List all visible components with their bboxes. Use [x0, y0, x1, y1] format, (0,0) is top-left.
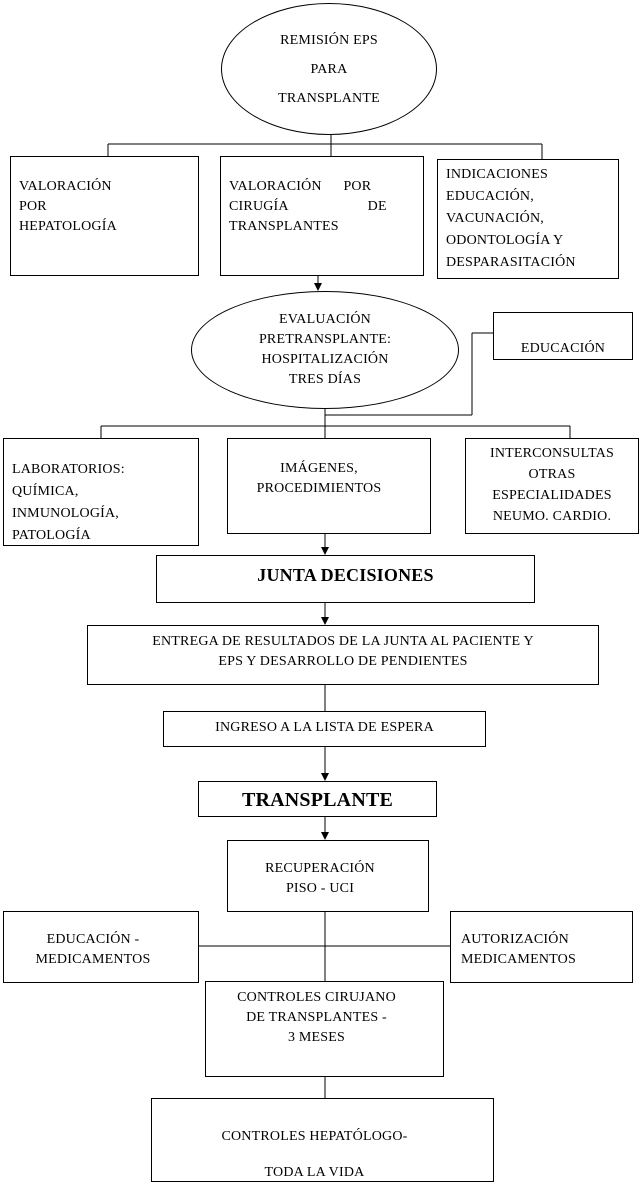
laboratorios-line-2: QUÍMICA, — [12, 484, 79, 499]
interconsultas-line-4: NEUMO. CARDIO. — [492, 509, 612, 524]
remision-line-3: TRANSPLANTE — [278, 90, 380, 106]
controles-cirujano-line-2: DE TRANSPLANTES - — [246, 1010, 387, 1025]
educacion-medicamentos-line-2: MEDICAMENTOS — [35, 952, 151, 967]
cirugia-line-3: TRANSPLANTES — [229, 219, 339, 234]
imagenes-line-2: PROCEDIMIENTOS — [256, 481, 382, 496]
node-evaluacion-pretransplante: EVALUACIÓN PRETRANSPLANTE: HOSPITALIZACI… — [191, 291, 459, 409]
indicaciones-line-2: EDUCACIÓN, — [446, 189, 534, 204]
node-autorizacion-medicamentos: AUTORIZACIÓN MEDICAMENTOS — [450, 911, 633, 983]
evaluacion-line-2: PRETRANSPLANTE: — [258, 332, 392, 347]
imagenes-line-1: IMÁGENES, — [280, 461, 358, 476]
laboratorios-line-3: INMUNOLOGÍA, — [12, 506, 119, 521]
junta-label: JUNTA DECISIONES — [257, 565, 434, 585]
remision-line-2: PARA — [310, 61, 348, 77]
recuperacion-line-2: PISO - UCI — [285, 881, 355, 896]
hepatologia-line-1: VALORACIÓN — [19, 179, 112, 194]
indicaciones-line-1: INDICACIONES — [446, 167, 548, 182]
laboratorios-line-4: PATOLOGÍA — [12, 528, 91, 543]
laboratorios-line-1: LABORATORIOS: — [12, 462, 125, 477]
controles-cirujano-line-3: 3 MESES — [287, 1030, 346, 1045]
controles-hepatologo-line-2: TODA LA VIDA — [264, 1165, 365, 1180]
interconsultas-line-1: INTERCONSULTAS — [489, 446, 615, 461]
node-imagenes: IMÁGENES, PROCEDIMIENTOS — [227, 438, 431, 534]
node-remision-eps: REMISIÓN EPS PARA TRANSPLANTE — [221, 3, 437, 135]
node-indicaciones: INDICACIONES EDUCACIÓN, VACUNACIÓN, ODON… — [437, 159, 619, 279]
recuperacion-line-1: RECUPERACIÓN — [265, 861, 375, 876]
node-controles-hepatologo: CONTROLES HEPATÓLOGO- TODA LA VIDA — [151, 1098, 494, 1182]
node-junta-decisiones: JUNTA DECISIONES — [156, 555, 535, 603]
evaluacion-line-1: EVALUACIÓN — [279, 312, 371, 327]
node-interconsultas: INTERCONSULTAS OTRAS ESPECIALIDADES NEUM… — [465, 438, 639, 534]
indicaciones-line-3: VACUNACIÓN, — [446, 211, 545, 226]
autorizacion-line-2: MEDICAMENTOS — [461, 952, 576, 967]
hepatologia-line-3: HEPATOLOGÍA — [19, 219, 117, 234]
hepatologia-line-2: POR — [19, 199, 47, 214]
indicaciones-line-5: DESPARASITACIÓN — [446, 255, 576, 270]
evaluacion-line-4: TRES DÍAS — [288, 372, 362, 387]
entrega-line-2: EPS Y DESARROLLO DE PENDIENTES — [218, 654, 468, 669]
node-transplante: TRANSPLANTE — [198, 781, 437, 817]
controles-cirujano-line-1: CONTROLES CIRUJANO — [237, 990, 396, 1005]
cirugia-line-1: VALORACIÓN POR — [229, 179, 372, 194]
cirugia-line-2: CIRUGÍA DE — [229, 199, 387, 214]
educacion-medicamentos-line-1: EDUCACIÓN - — [46, 932, 140, 947]
interconsultas-line-3: ESPECIALIDADES — [492, 488, 612, 503]
node-valoracion-cirugia: VALORACIÓN POR CIRUGÍA DE TRANSPLANTES — [220, 156, 424, 276]
interconsultas-line-2: OTRAS — [528, 467, 576, 482]
remision-line-1: REMISIÓN EPS — [280, 32, 378, 48]
node-educacion-medicamentos: EDUCACIÓN - MEDICAMENTOS — [3, 911, 199, 983]
node-controles-cirujano: CONTROLES CIRUJANO DE TRANSPLANTES - 3 M… — [205, 981, 444, 1077]
node-laboratorios: LABORATORIOS: QUÍMICA, INMUNOLOGÍA, PATO… — [3, 438, 199, 546]
node-educacion: EDUCACIÓN — [493, 312, 633, 360]
entrega-line-1: ENTREGA DE RESULTADOS DE LA JUNTA AL PAC… — [152, 634, 534, 649]
transplante-label: TRANSPLANTE — [241, 789, 394, 811]
node-recuperacion: RECUPERACIÓN PISO - UCI — [227, 840, 429, 912]
educacion-label: EDUCACIÓN — [520, 341, 606, 356]
node-entrega-resultados: ENTREGA DE RESULTADOS DE LA JUNTA AL PAC… — [87, 625, 599, 685]
indicaciones-line-4: ODONTOLOGÍA Y — [446, 233, 564, 248]
ingreso-label: INGRESO A LA LISTA DE ESPERA — [215, 720, 434, 735]
evaluacion-line-3: HOSPITALIZACIÓN — [261, 352, 389, 367]
node-ingreso-lista-espera: INGRESO A LA LISTA DE ESPERA — [163, 711, 486, 747]
autorizacion-line-1: AUTORIZACIÓN — [461, 932, 569, 947]
controles-hepatologo-line-1: CONTROLES HEPATÓLOGO- — [221, 1129, 408, 1144]
node-valoracion-hepatologia: VALORACIÓN POR HEPATOLOGÍA — [10, 156, 199, 276]
